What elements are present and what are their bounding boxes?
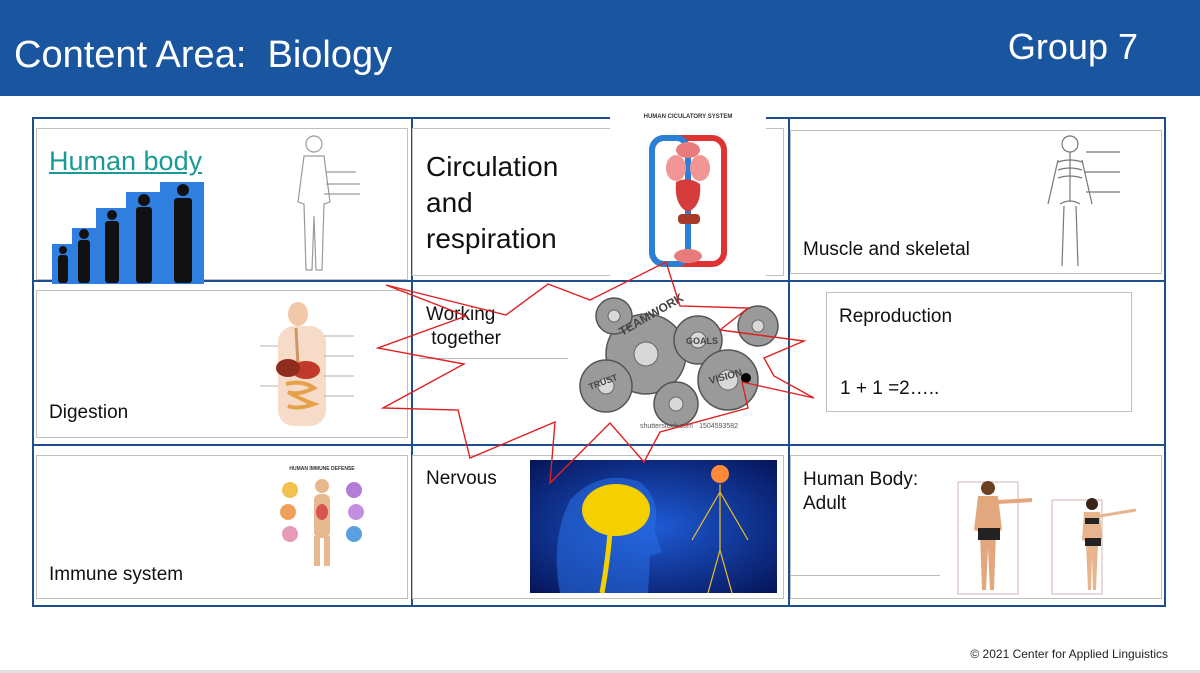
card-reproduction xyxy=(826,292,1132,412)
immune-label: Immune system xyxy=(49,564,184,585)
circulatory-system-icon xyxy=(649,135,727,267)
reproduction-label: Reproduction xyxy=(839,306,953,327)
circulation-title: Circulation and respiration xyxy=(426,149,558,257)
divider xyxy=(420,358,570,359)
grid-divider xyxy=(34,280,1164,282)
circulation-line: respiration xyxy=(426,223,557,254)
circulation-line: and xyxy=(426,187,473,218)
adult-line: Adult xyxy=(803,493,847,514)
figure-caption: HUMAN IMMUNE DEFENSE xyxy=(289,466,355,472)
card-muscle xyxy=(790,130,1162,274)
title-bar: Content Area: Biology Group 7 xyxy=(0,0,1200,96)
divider xyxy=(790,575,940,576)
grid-divider xyxy=(411,119,413,605)
muscle-label: Muscle and skeletal xyxy=(803,239,970,260)
adult-label: Human Body: Adult xyxy=(803,468,918,516)
topic-grid xyxy=(32,117,1166,607)
card-immune xyxy=(36,455,408,599)
bottom-rule xyxy=(0,670,1200,673)
height-comparison-icon xyxy=(52,182,204,284)
working-line: together xyxy=(426,328,501,349)
immune-defense-icon xyxy=(280,479,364,566)
circulation-line: Circulation xyxy=(426,151,559,182)
nervous-label: Nervous xyxy=(426,468,497,489)
copyright: © 2021 Center for Applied Linguistics xyxy=(970,647,1168,661)
grid-divider xyxy=(34,444,1164,446)
nervous-system-image xyxy=(530,460,777,593)
immune-figure: HUMAN IMMUNE DEFENSE xyxy=(272,462,372,572)
gear-word: GOALS xyxy=(686,336,718,346)
gears-caption: shutterstock.com · 1504593582 xyxy=(640,423,738,430)
adult-body-figures xyxy=(957,481,1137,595)
circulatory-figure: HUMAN CICULATORY SYSTEM xyxy=(610,110,766,276)
digestion-label: Digestion xyxy=(49,402,129,423)
grid-divider xyxy=(788,119,790,605)
figure-caption: HUMAN CICULATORY SYSTEM xyxy=(643,114,733,120)
body-outline-icon xyxy=(297,135,360,271)
digestive-system-icon xyxy=(260,302,354,426)
reproduction-equation: 1 + 1 =2….. xyxy=(840,378,940,399)
card-digestion xyxy=(36,290,408,438)
slide-title: Content Area: Biology xyxy=(14,34,393,76)
human-body-link[interactable]: Human body xyxy=(49,146,203,176)
adult-line: Human Body: xyxy=(803,469,919,490)
card-human-body xyxy=(36,128,408,280)
skeleton-icon xyxy=(1047,135,1120,267)
group-label: Group 7 xyxy=(1007,26,1138,67)
